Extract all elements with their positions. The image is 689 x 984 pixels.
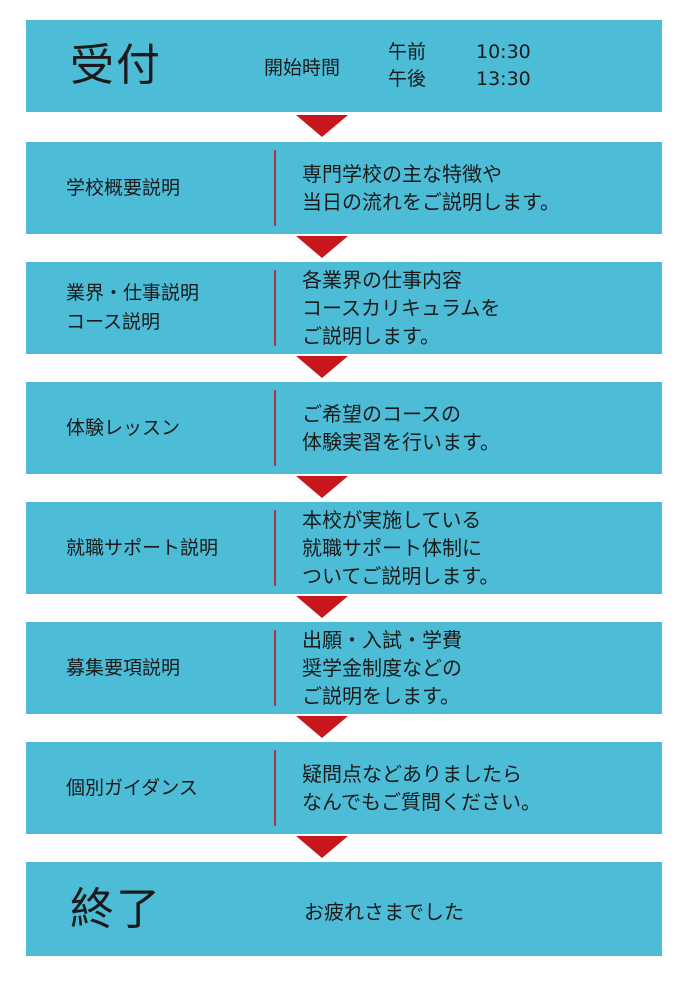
end-message: お疲れさまでした xyxy=(304,900,464,924)
session-morning-time: 10:30 xyxy=(476,41,531,63)
start-time-label: 開始時間 xyxy=(264,57,341,79)
step-divider xyxy=(274,630,276,706)
step-description: ご希望のコースの 体験実習を行います。 xyxy=(302,402,500,454)
step-divider xyxy=(274,750,276,826)
step-description: 本校が実施している 就職サポート体制に ついてご説明します。 xyxy=(302,508,500,588)
step-label: 業界・仕事説明 コース説明 xyxy=(66,282,200,333)
start-box: 受付 開始時間 午前 10:30 午後 13:30 xyxy=(26,20,662,112)
step-divider xyxy=(274,510,276,586)
end-title: 終了 xyxy=(70,884,162,935)
step-divider xyxy=(274,390,276,466)
step-box: 個別ガイダンス 疑問点などありましたら なんでもご質問ください。 xyxy=(26,742,662,834)
flow-arrow xyxy=(296,476,348,498)
session-afternoon-label: 午後 xyxy=(388,68,427,90)
step-divider xyxy=(274,150,276,226)
step-label: 就職サポート説明 xyxy=(66,536,219,559)
step-box: 募集要項説明 出願・入試・学費 奨学金制度などの ご説明をします。 xyxy=(26,622,662,714)
step-box: 就職サポート説明 本校が実施している 就職サポート体制に ついてご説明します。 xyxy=(26,502,662,594)
step-box: 業界・仕事説明 コース説明 各業界の仕事内容 コースカリキュラムを ご説明します… xyxy=(26,262,662,354)
step-label: 学校概要説明 xyxy=(66,176,181,199)
flow-arrow xyxy=(296,115,348,137)
step-divider xyxy=(274,270,276,346)
step-description: 専門学校の主な特徴や 当日の流れをご説明します。 xyxy=(302,162,560,214)
session-afternoon: 午後 13:30 xyxy=(388,66,531,93)
flow-arrow xyxy=(296,836,348,858)
step-box: 学校概要説明 専門学校の主な特徴や 当日の流れをご説明します。 xyxy=(26,142,662,234)
step-description: 疑問点などありましたら なんでもご質問ください。 xyxy=(302,762,541,814)
session-morning: 午前 10:30 xyxy=(388,39,531,66)
step-box: 体験レッスン ご希望のコースの 体験実習を行います。 xyxy=(26,382,662,474)
end-box: 終了 お疲れさまでした xyxy=(26,862,662,956)
step-description: 出願・入試・学費 奨学金制度などの ご説明をします。 xyxy=(302,628,462,708)
step-label: 個別ガイダンス xyxy=(66,776,198,799)
step-label: 募集要項説明 xyxy=(66,656,181,679)
start-title: 受付 xyxy=(70,40,162,91)
flow-arrow xyxy=(296,356,348,378)
flow-arrow xyxy=(296,236,348,258)
flow-arrow xyxy=(296,716,348,738)
session-morning-label: 午前 xyxy=(388,41,427,63)
flow-arrow xyxy=(296,596,348,618)
step-description: 各業界の仕事内容 コースカリキュラムを ご説明します。 xyxy=(302,268,501,348)
session-afternoon-time: 13:30 xyxy=(476,68,531,90)
step-label: 体験レッスン xyxy=(66,416,181,439)
